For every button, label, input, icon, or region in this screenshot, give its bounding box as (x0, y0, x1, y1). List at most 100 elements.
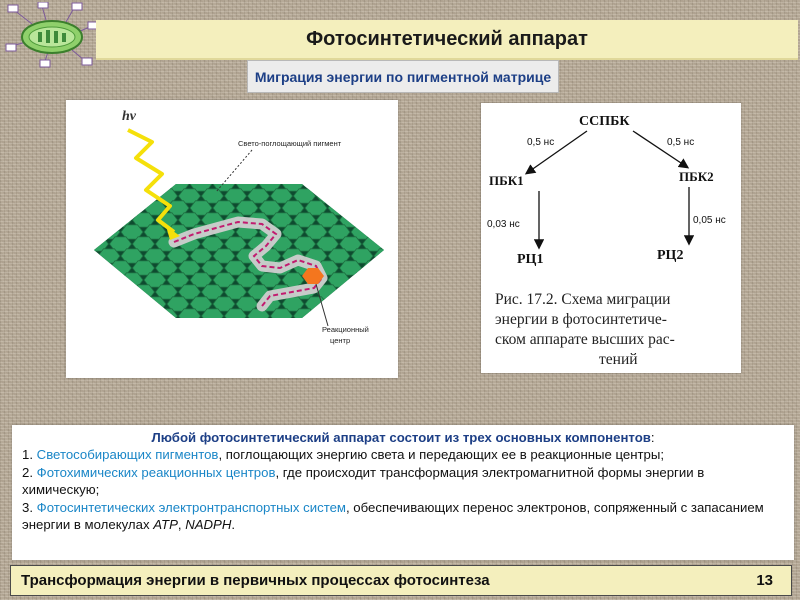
pigment-cell (361, 212, 384, 228)
item-number: 1. (22, 447, 37, 463)
footer-bar: Трансформация энергии в первичных процес… (10, 565, 792, 596)
pigment-cell (120, 184, 144, 192)
pigment-cell (397, 273, 398, 287)
pigment-cell (94, 188, 110, 204)
item-number: 3. (22, 499, 37, 515)
pigment-cell (269, 308, 294, 318)
pigment-cell (350, 184, 374, 192)
hv-label: hv (122, 109, 137, 124)
title-bar: Фотосинтетический аппарат (96, 20, 798, 60)
components-heading-text: Любой фотосинтетический аппарат состоит … (151, 430, 651, 445)
pigment-cell (361, 284, 384, 300)
page-number: 13 (756, 572, 773, 589)
chloroplast-logo (5, 2, 99, 68)
pigment-cell (304, 184, 328, 192)
pigment-cell (373, 184, 384, 192)
atp-term: ATP (153, 517, 178, 533)
reaction-center-label: Реакционный (322, 325, 369, 334)
list-item: 3. Фотосинтетических электронтранспортны… (22, 499, 784, 534)
caption-line-2: энергии в фотосинтетиче- (495, 311, 667, 328)
time-top-right: 0,5 нс (667, 137, 694, 148)
pigment-cell (373, 272, 384, 288)
caption-line-3: ском аппарате высших рас- (495, 331, 675, 348)
separator: , (177, 517, 186, 533)
node-pbk1: ПБК1 (489, 173, 524, 188)
pigment-cell (361, 308, 384, 318)
pigment-cell (131, 188, 156, 204)
pigment-cell (386, 213, 399, 227)
pigment-cell (94, 184, 98, 192)
page-title: Фотосинтетический аппарат (306, 27, 588, 50)
time-top-left: 0,5 нс (527, 137, 554, 148)
reaction-center-label-2: центр (330, 336, 350, 345)
pigment-cell (131, 308, 156, 318)
pigment-matrix-diagram: hv Свето-поглощающий пигмент Реакционный… (94, 109, 399, 345)
list-item: 2. Фотохимических реакционных центров, г… (22, 464, 784, 499)
pigment-cell (94, 200, 98, 216)
migration-scheme-diagram: ССПБК ПБК1 ПБК2 РЦ1 РЦ2 0,5 нс 0,5 нс 0,… (487, 114, 726, 368)
pigment-cell (120, 296, 144, 312)
caption-line-4: тений (599, 351, 638, 368)
pigment-cell (397, 177, 398, 191)
pigment-cell (386, 237, 399, 251)
pigment-cell (338, 188, 363, 204)
pigment-cell (177, 308, 202, 318)
pigment-cell (94, 296, 98, 312)
pigment-cell (246, 308, 271, 318)
subtitle-box: Миграция энергии по пигментной матрице (247, 60, 559, 93)
pigment-cell (94, 308, 110, 318)
time-left: 0,03 нс (487, 219, 520, 230)
energy-path (173, 220, 324, 307)
pigment-cell (94, 212, 110, 228)
pigment-cell (350, 200, 374, 216)
caption-line-1: Рис. 17.2. Схема миграции (495, 291, 670, 308)
pigment-cell (373, 224, 384, 240)
pigment-cell (223, 308, 248, 318)
pigment-matrix-figure: hv Свето-поглощающий пигмент Реакционный… (66, 100, 398, 378)
time-right: 0,05 нс (693, 215, 726, 226)
item-end: . (231, 517, 236, 533)
pigment-cell (108, 308, 133, 318)
pigment-cell (315, 308, 340, 318)
pigment-cell (327, 184, 351, 192)
pigment-cell (120, 200, 144, 216)
pigment-cell (373, 200, 384, 216)
pigment-cell (386, 189, 399, 203)
pigment-cell (94, 224, 98, 240)
item-text: , обеспечивающих перенос электронов, соп… (22, 499, 764, 533)
node-rc1: РЦ1 (517, 252, 543, 267)
pigment-cell (361, 188, 384, 204)
pigment-cell (397, 225, 398, 239)
pigment-cell (350, 296, 374, 312)
subtitle-text: Миграция энергии по пигментной матрице (254, 68, 552, 85)
pigment-cell (397, 297, 398, 311)
node-sspbk: ССПБК (579, 114, 630, 129)
pigment-cell (97, 184, 121, 192)
light-ray-icon (127, 128, 176, 234)
item-number: 2. (22, 464, 37, 480)
components-heading: Любой фотосинтетический аппарат состоит … (22, 429, 784, 446)
item-link-pigments: Светособирающих пигментов (36, 447, 219, 463)
pigment-cell (350, 272, 374, 288)
pigment-cell (373, 296, 384, 312)
pigment-cell (94, 284, 110, 300)
pigment-cell (397, 201, 398, 215)
item-link-reaction-centers: Фотохимических реакционных центров (36, 464, 276, 480)
pigment-cell (108, 188, 133, 204)
components-text-box: Любой фотосинтетический аппарат состоит … (12, 425, 794, 560)
pigment-cell (108, 284, 133, 300)
pigment-cell (327, 296, 351, 312)
item-text: , поглощающих энергию света и передающих… (218, 447, 665, 463)
nadph-term: NADPH (185, 517, 232, 533)
pigment-cell (94, 248, 98, 264)
pigment-cell (386, 285, 399, 299)
reaction-center-icon (302, 268, 324, 284)
footer-title: Трансформация энергии в первичных процес… (21, 572, 490, 589)
pigment-cell (94, 272, 98, 288)
pigment-cell (97, 272, 121, 288)
pigment-cell (338, 308, 363, 318)
node-rc2: РЦ2 (657, 248, 683, 263)
pigment-cell (200, 308, 225, 318)
pigment-cell (397, 249, 398, 263)
migration-scheme-figure: ССПБК ПБК1 ПБК2 РЦ1 РЦ2 0,5 нс 0,5 нс 0,… (481, 103, 741, 373)
